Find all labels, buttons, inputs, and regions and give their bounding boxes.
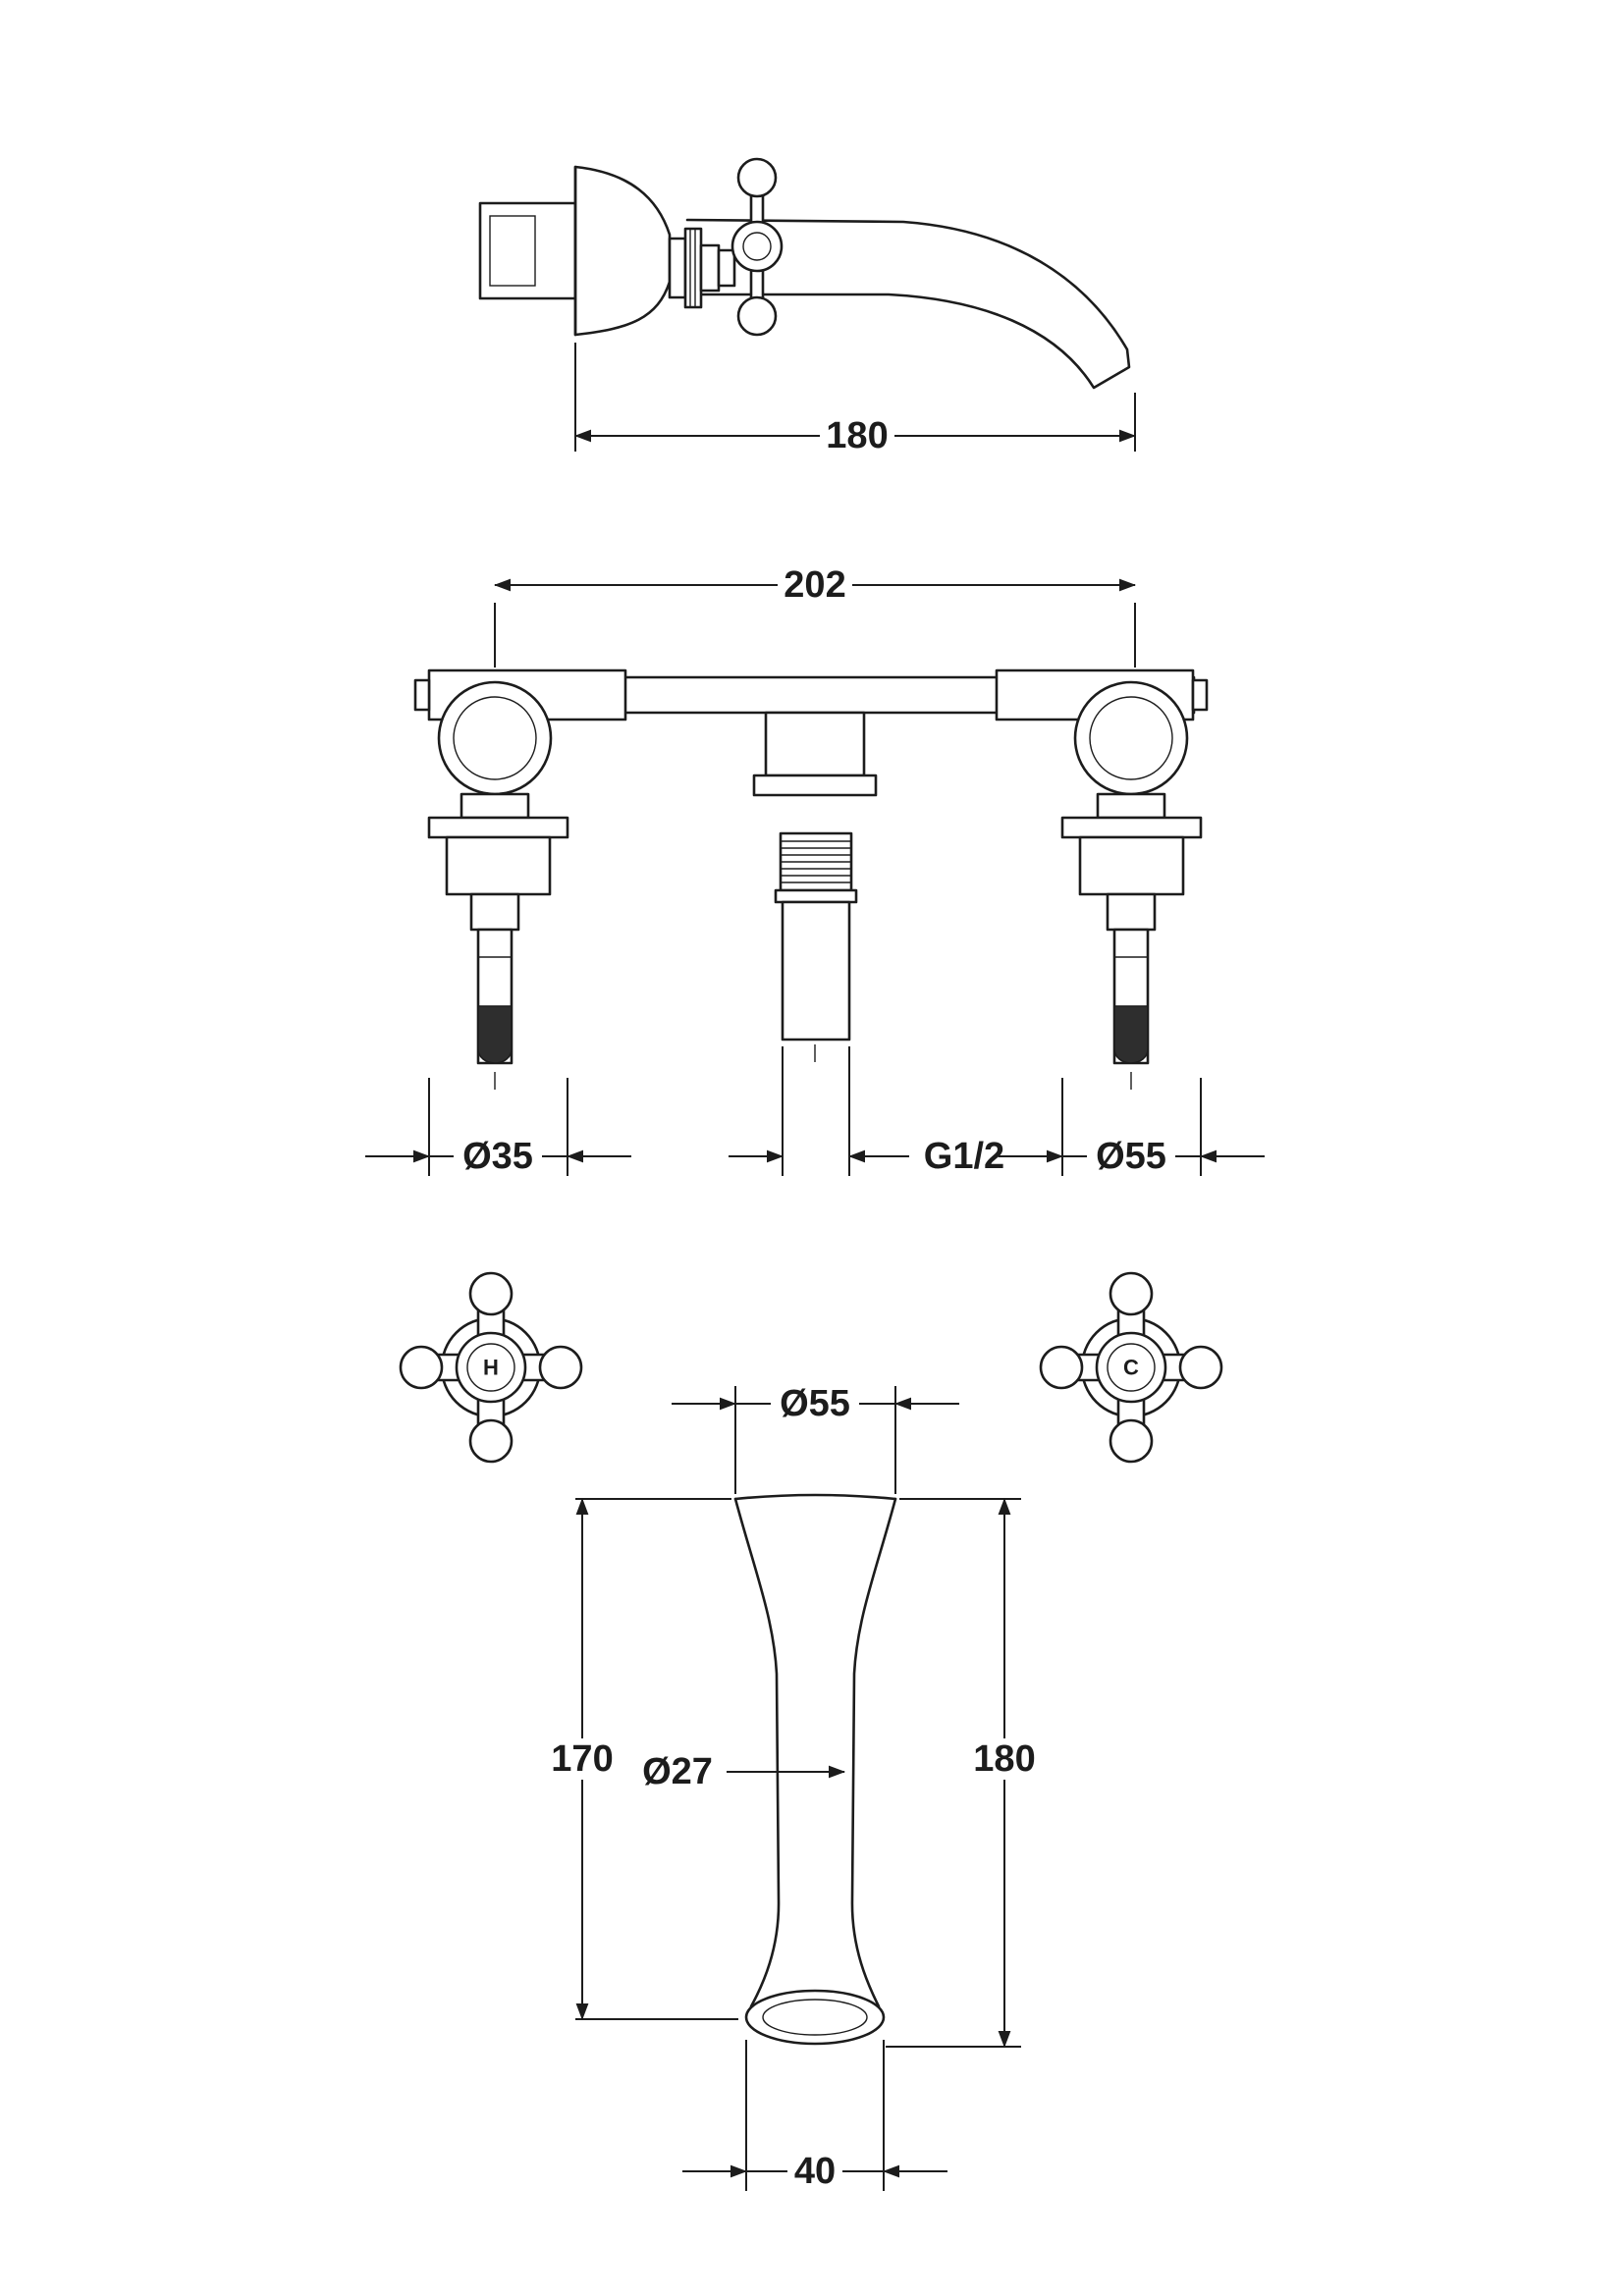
centre-body — [764, 711, 866, 777]
side-view: 180 — [478, 157, 1137, 456]
handle-ball-right — [538, 1345, 583, 1390]
dim-height-right: 180 — [886, 1497, 1042, 2049]
valve-body-circle — [1073, 680, 1189, 796]
handle-hub-inner — [466, 1343, 515, 1392]
installation-view: 202 — [365, 564, 1265, 1177]
valve-step — [1106, 892, 1157, 932]
spout-outlet-rim — [744, 1989, 886, 2046]
dim-label-bg — [967, 1738, 1042, 1780]
dim-flange-dia: Ø55 — [999, 1078, 1265, 1177]
handle-ball-left — [1039, 1345, 1084, 1390]
dim-valve-dia: Ø35 — [365, 1078, 631, 1177]
spindle-thread — [477, 1005, 513, 1064]
dim-label-spout-dia: Ø27 — [642, 1751, 713, 1792]
handle-ball-bottom — [468, 1418, 514, 1464]
handle-ball-top — [736, 157, 778, 198]
valve-stack-knurl — [683, 227, 703, 309]
valve-cartridge — [445, 835, 552, 896]
dim-label-outlet-width: 40 — [794, 2151, 836, 2192]
dim-thread: G1/2 — [729, 1046, 1004, 1177]
left-valve — [427, 680, 569, 1090]
handle-ball-left — [399, 1345, 444, 1390]
dim-label-spout-reach: 180 — [826, 415, 888, 456]
dim-label-bg — [454, 1136, 542, 1177]
valve-body-circle — [437, 680, 553, 796]
centre-flange — [752, 774, 878, 797]
handle-ball-right — [1178, 1345, 1223, 1390]
dim-spout-reach: 180 — [573, 343, 1137, 456]
dim-label-thread: G1/2 — [924, 1136, 1004, 1177]
dim-hole-centers: 202 — [493, 564, 1137, 667]
valve-stack-2 — [699, 243, 721, 293]
valve-stack-3 — [717, 248, 736, 288]
dim-label-height-left: 170 — [551, 1738, 613, 1780]
dim-height-left: 170 — [545, 1497, 738, 2021]
hot-indicator: H — [483, 1356, 499, 1380]
cold-handle: C — [1039, 1271, 1223, 1464]
front-view: H C Ø55 — [399, 1271, 1223, 2192]
dim-outlet-width: 40 — [682, 2040, 947, 2192]
right-valve — [1060, 680, 1203, 1090]
spout-left-edge — [733, 1497, 781, 2008]
handle-hub-inner — [1107, 1343, 1156, 1392]
valve-neck — [460, 792, 530, 820]
centre-tail — [781, 900, 851, 1041]
thread-hatch — [782, 840, 850, 883]
dim-label-valve-dia: Ø35 — [462, 1136, 533, 1177]
dim-label-bg — [778, 564, 852, 606]
dim-label-bg — [633, 1751, 722, 1792]
valve-inner-circle — [453, 696, 537, 780]
centre-ring — [774, 888, 858, 904]
wall-body-outline — [478, 201, 577, 300]
spout-side-profile — [685, 218, 1131, 390]
dim-spout-dia: Ø27 — [633, 1751, 846, 1792]
handle-front-ball — [742, 232, 772, 261]
spout-front — [733, 1493, 897, 2046]
dim-label-bg — [771, 1383, 859, 1424]
handle-ball-top — [468, 1271, 514, 1316]
handle-hub-outer — [455, 1331, 527, 1404]
valve-flange — [427, 816, 569, 839]
dim-label-bg — [787, 2151, 842, 2192]
valve-inner-circle — [1089, 696, 1173, 780]
right-plate-step — [1191, 678, 1209, 712]
spindle-thread — [1113, 1005, 1149, 1064]
handle-ball-bottom — [736, 295, 778, 337]
dim-label-height-right: 180 — [973, 1738, 1035, 1780]
dim-label-spout-top-dia: Ø55 — [780, 1383, 850, 1424]
dim-label-hole-centers: 202 — [784, 564, 845, 606]
spout-right-edge — [850, 1497, 897, 2008]
handle-ball-top — [1109, 1271, 1154, 1316]
dim-label-flange-dia: Ø55 — [1096, 1136, 1166, 1177]
dim-label-bg — [545, 1738, 620, 1780]
valve-cartridge — [1078, 835, 1185, 896]
dim-spout-top-dia: Ø55 — [672, 1383, 959, 1494]
wall-body-inner — [489, 215, 536, 287]
dim-label-bg — [820, 415, 894, 456]
valve-stack-1 — [668, 237, 687, 299]
hot-handle: H — [399, 1271, 583, 1464]
spout-top-edge — [733, 1493, 897, 1501]
valve-step — [469, 892, 520, 932]
handle-hub — [730, 220, 784, 273]
handle-ball-bottom — [1109, 1418, 1154, 1464]
left-plate-step — [413, 678, 431, 712]
dim-label-bg — [1087, 1136, 1175, 1177]
handle-hub-outer — [1095, 1331, 1167, 1404]
valve-flange — [1060, 816, 1203, 839]
valve-neck — [1096, 792, 1166, 820]
spout-outlet-bore — [762, 1999, 868, 2036]
flange-bell — [573, 165, 672, 337]
centre-threaded-nipple — [779, 831, 853, 892]
cold-indicator: C — [1123, 1356, 1139, 1380]
